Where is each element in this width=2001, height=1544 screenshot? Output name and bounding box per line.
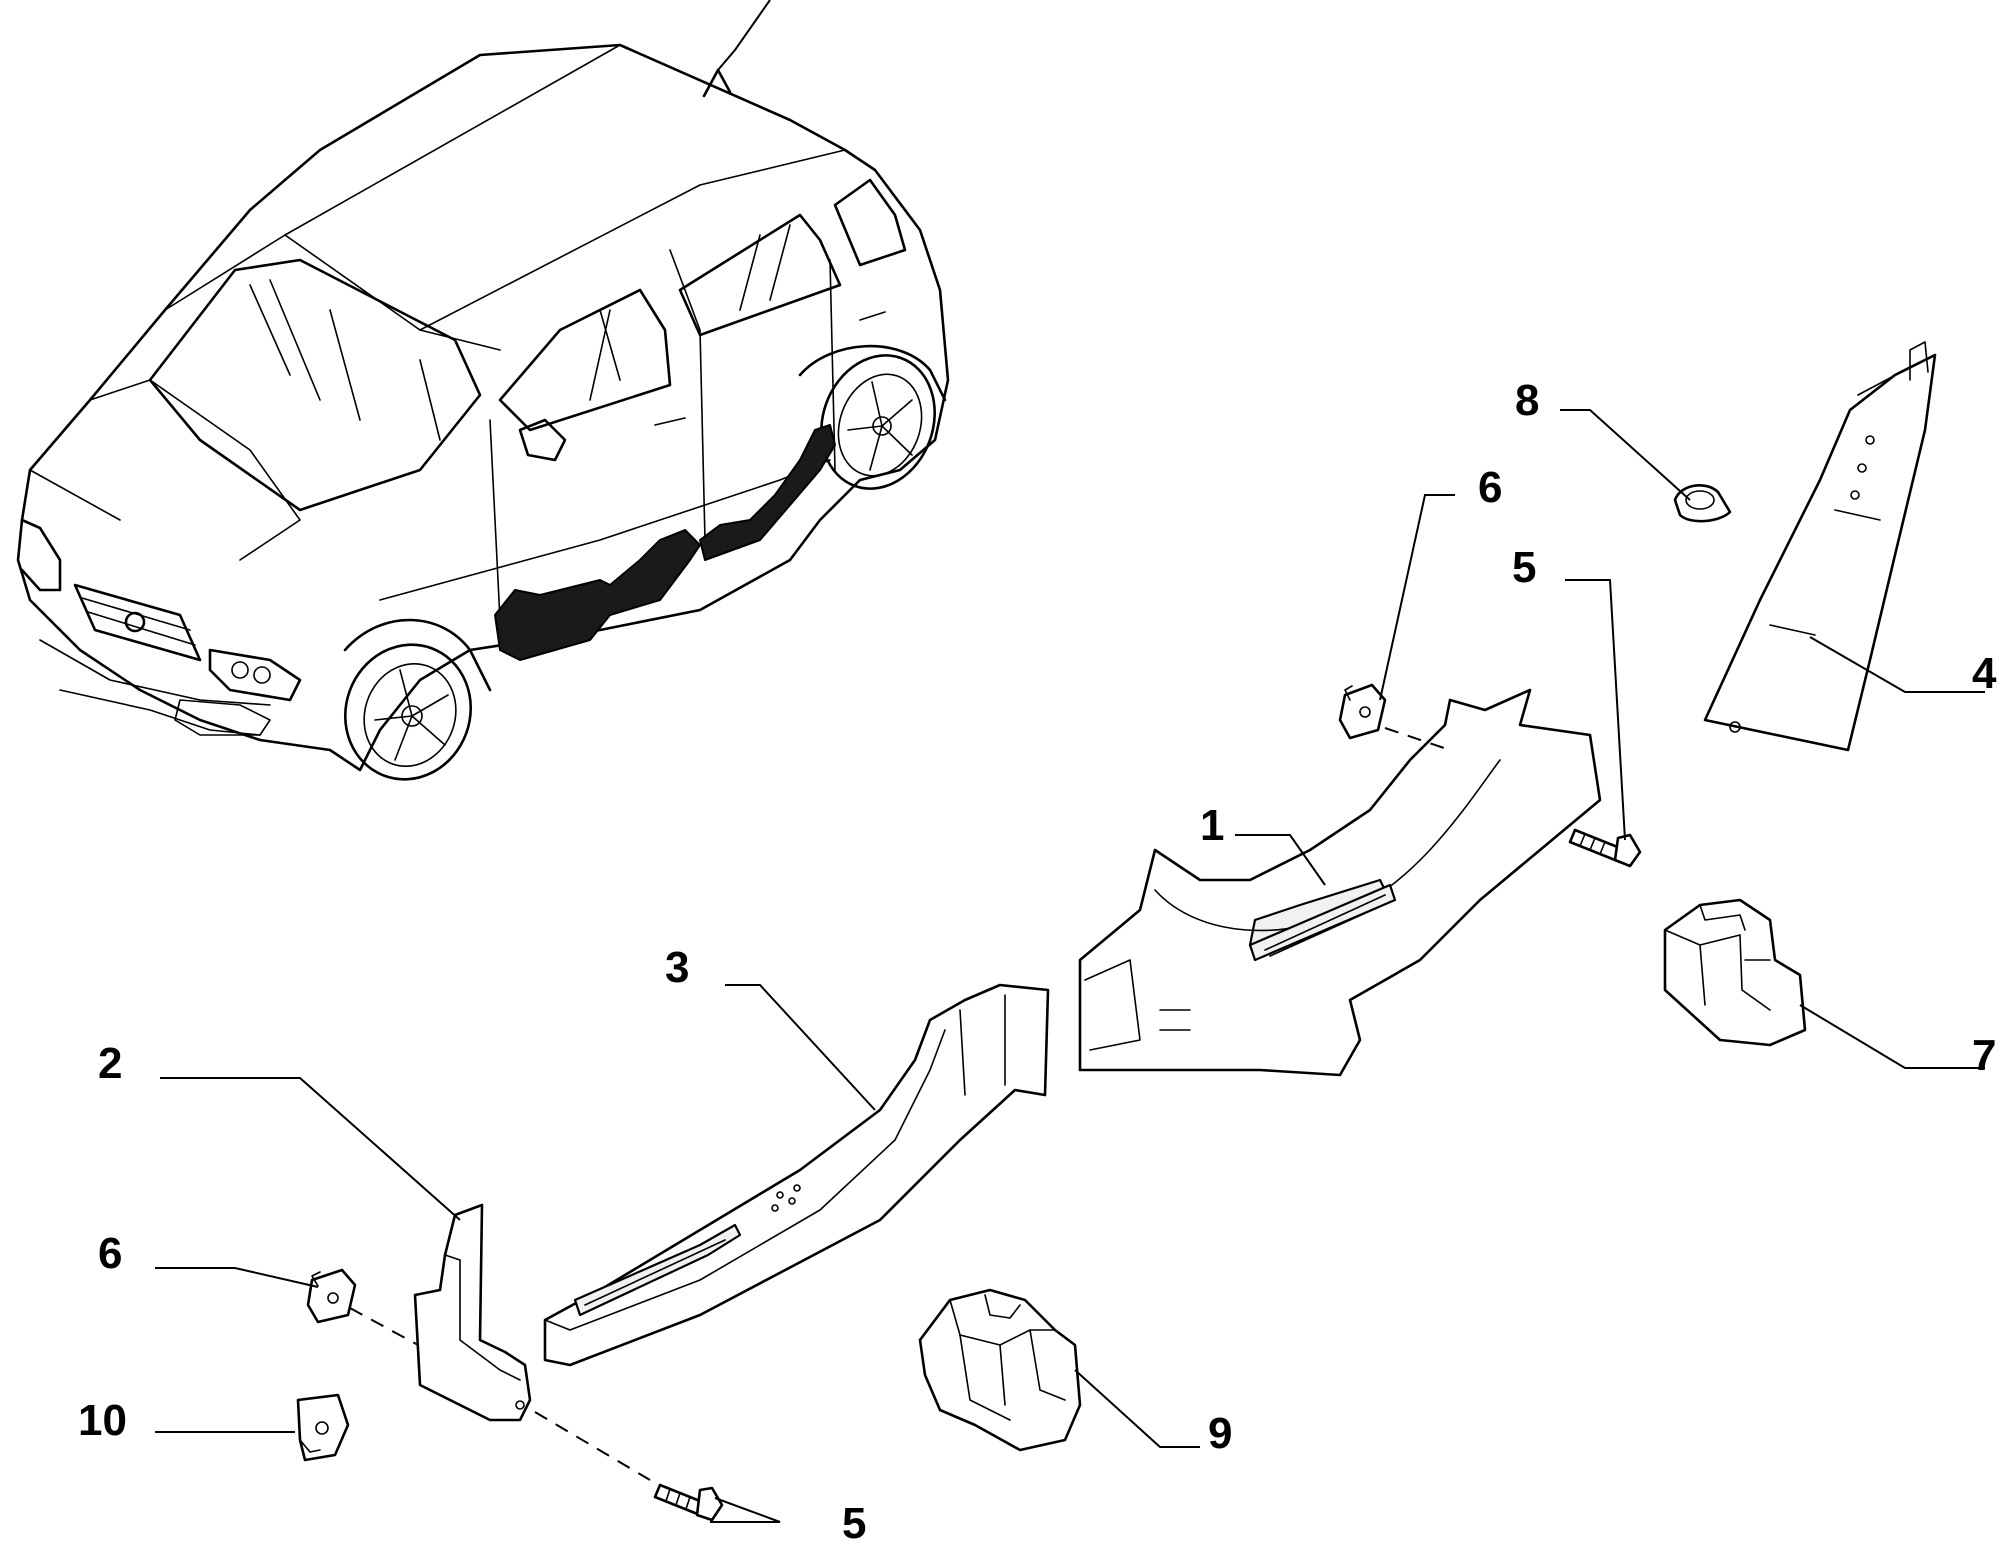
part-6-clip-bottom (306, 1268, 357, 1324)
part-4-pillar-trim (1703, 341, 1937, 752)
leader-lines (155, 0, 1985, 1523)
part-9-bracket (918, 1288, 1082, 1452)
callout-7: 7 (1972, 1031, 1996, 1080)
part-2-corner-trim (413, 1203, 532, 1422)
callout-2: 2 (98, 1039, 122, 1088)
callout-6-bottom: 6 (98, 1229, 122, 1278)
part-5-screw-top (1568, 828, 1642, 868)
callout-1: 1 (1200, 801, 1224, 850)
callout-labels: 1 2 3 4 5 5 6 6 7 8 9 10 (78, 376, 1997, 1544)
callout-10: 10 (78, 1396, 127, 1445)
callout-5-bottom: 5 (842, 1499, 866, 1544)
part-3-sill (543, 983, 1050, 1367)
part-10-clip (296, 1393, 350, 1462)
callout-6-top: 6 (1478, 463, 1502, 512)
callout-3: 3 (665, 943, 689, 992)
vehicle-overview (16, 43, 950, 781)
callout-4: 4 (1972, 649, 1997, 698)
callout-5-top: 5 (1512, 543, 1536, 592)
part-5-screw-bottom (653, 1483, 724, 1522)
callout-8: 8 (1515, 376, 1539, 425)
part-1-sill-trim (1078, 688, 1602, 1077)
part-6-clip-top (1338, 683, 1387, 740)
callout-9: 9 (1208, 1409, 1232, 1458)
part-7-bracket (1663, 898, 1807, 1047)
part-8-cap (1673, 484, 1732, 523)
